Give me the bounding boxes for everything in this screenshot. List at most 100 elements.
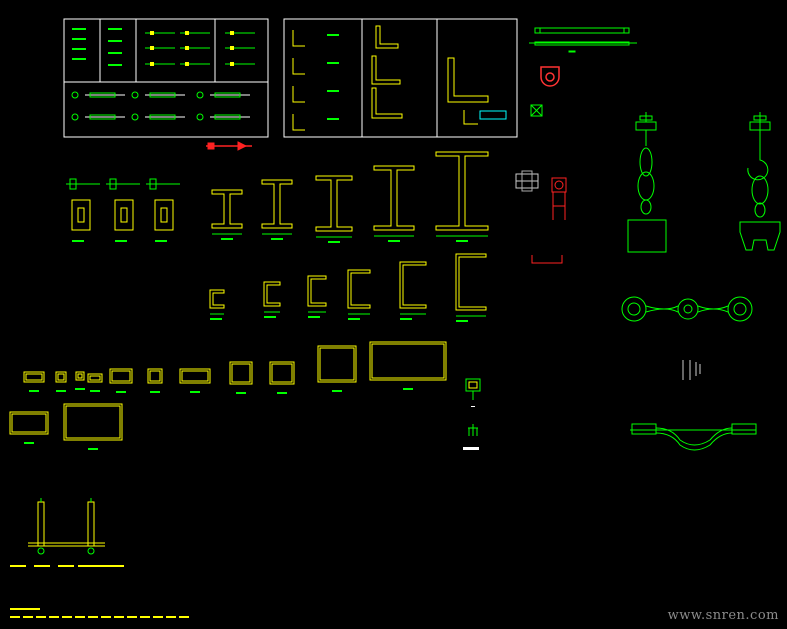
bolt-sleeve [89,92,116,98]
hollow-section-inner [65,405,121,439]
dim-label-mark [388,240,400,242]
bolt-head [71,91,79,99]
bolt-nut [230,46,234,50]
hollow-section-inner [231,363,251,383]
hollow-label-mark [75,388,85,390]
hollow-section-outer [23,371,45,383]
bolt-head [131,91,139,99]
i-beam-section [211,189,243,229]
hollow-section-inner [181,370,209,382]
lifting-hook-left [627,112,667,253]
angle-section-marks [292,25,507,131]
bolt-nut [150,62,154,66]
hollow-label-mark [56,390,66,392]
connector-icon [682,360,701,380]
bolt-head [196,91,204,99]
legend-item-mark [140,616,150,618]
angle-section [292,86,305,103]
anchor-slot [160,207,168,223]
i-beam-section [261,179,293,229]
hollow-section-outer [55,371,67,383]
clamp-fitting-icon [515,170,567,264]
post-label-mark [92,565,108,567]
hollow-section-outer [109,368,133,384]
i-beam-section [373,165,415,231]
angle-section-large [375,25,399,49]
note-mark [72,58,86,60]
hollow-section-inner [319,347,355,381]
dim-label-mark [264,316,276,318]
i-beam-section [435,151,489,231]
channel-section [455,253,487,311]
watermark: www.snren.com [667,608,779,623]
note-mark [72,38,86,40]
hollow-section-outer [179,368,211,384]
hollow-label-mark [236,392,246,394]
hollow-section-inner [271,363,293,383]
bolt-detail-marks [71,28,255,121]
hollow-label-mark [403,388,413,390]
bolt-nut [230,62,234,66]
dim-label-mark [210,318,222,320]
hollow-section-inner [57,373,65,381]
bolt-sleeve [149,114,176,120]
i-beam-section-group [211,151,489,243]
bolt-sleeve [214,92,241,98]
angle-section-small [463,110,478,125]
post-label-mark [34,565,50,567]
angle-section-large [371,55,401,85]
hollow-label-mark [190,391,200,393]
hollow-section-outer [229,361,253,385]
anchor-plate [71,199,91,231]
angle-section [292,30,305,47]
angle-section [292,58,305,75]
legend-item-mark [166,616,176,618]
hollow-label-mark [24,442,34,444]
hollow-section-inner [11,413,47,433]
bolt-nut [150,46,154,50]
small-fitting-icon [463,378,481,450]
note-mark [72,28,86,30]
dim-label-mark [72,240,84,242]
hollow-section-outer [147,368,163,384]
lifting-hook-right [739,112,781,251]
dim-label-mark [456,240,468,242]
legend-item-mark [179,616,189,618]
bolt-sleeve [214,114,241,120]
anchor-plate [154,199,174,231]
clamp-bar-icon [630,423,757,451]
channel-section [347,269,371,309]
channel-section [263,281,281,307]
hollow-section-inner [77,373,83,379]
hollow-section-inner [89,375,101,381]
i-beam-section [315,175,353,232]
legend-item-mark [101,616,111,618]
angle-section [292,114,305,131]
bolt-head [196,113,204,121]
legend-item-mark [36,616,46,618]
note-mark [108,40,122,42]
dim-label-mark [221,238,233,240]
legend-item-mark [127,616,137,618]
channel-section [209,289,225,309]
anchor-nut [149,178,157,190]
hollow-section-outer [269,361,295,385]
hollow-section-outer [369,341,447,381]
bolt-nut [185,31,189,35]
hollow-section-outer [9,411,49,435]
dim-label-mark [327,34,339,36]
note-mark [108,64,122,66]
post-label-mark [58,565,74,567]
hollow-label-mark [332,390,342,392]
bolt-head [71,113,79,121]
dim-label-mark [400,318,412,320]
hollow-section-outer [63,403,123,441]
angle-section-xl [447,57,489,103]
legend-item-mark [62,616,72,618]
legend-item-mark [75,616,85,618]
legend-item-mark [49,616,59,618]
post-label-mark [10,565,26,567]
dim-label-mark [327,90,339,92]
anchor-nut [69,178,77,190]
hollow-section-inner [111,370,131,382]
